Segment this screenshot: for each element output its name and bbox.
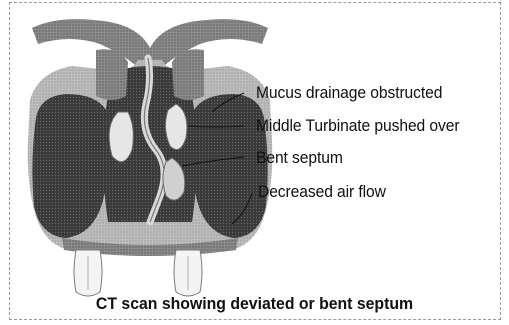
label-bent-septum: Bent septum <box>256 148 343 168</box>
label-mucus-drainage: Mucus drainage obstructed <box>256 83 442 103</box>
left-turbinate <box>109 112 133 162</box>
figure-caption: CT scan showing deviated or bent septum <box>18 294 491 314</box>
label-middle-turbinate: Middle Turbinate pushed over <box>256 116 459 136</box>
label-decreased-air-flow: Decreased air flow <box>258 182 386 202</box>
ethmoid-left <box>96 49 128 100</box>
ethmoid-right <box>172 49 204 100</box>
